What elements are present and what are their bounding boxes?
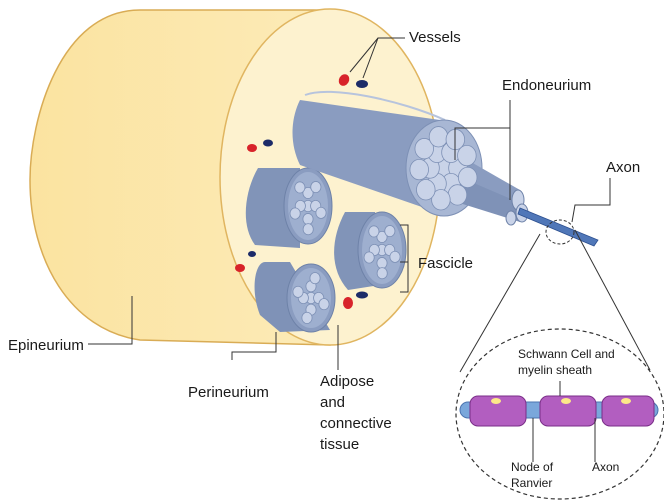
nerve-fiber — [417, 180, 436, 200]
nerve-fiber — [310, 273, 320, 284]
label-adipose-3: connective — [320, 415, 392, 432]
nerve-fiber — [377, 268, 387, 279]
nerve-fiber — [458, 145, 477, 165]
nerve-fiber — [369, 226, 379, 237]
myelin-segment-1 — [470, 396, 526, 426]
nerve-fiber — [458, 167, 477, 187]
label-schwann-2: myelin sheath — [518, 363, 592, 377]
nerve-fiber — [364, 252, 374, 263]
nerve-fiber — [448, 185, 467, 205]
nerve-fiber — [302, 312, 312, 323]
nerve-fiber — [319, 299, 329, 310]
nerve-fiber — [293, 286, 303, 297]
label-inset-axon: Axon — [592, 460, 619, 474]
nerve-fiber — [410, 159, 429, 179]
nerve-fiber — [295, 182, 305, 193]
myelin-segment-3 — [602, 396, 654, 426]
label-axon: Axon — [606, 159, 640, 176]
label-epineurium: Epineurium — [8, 337, 84, 354]
nerve-fiber — [429, 127, 448, 147]
label-node-1: Node of — [511, 460, 554, 474]
nerve-fiber — [316, 207, 326, 218]
label-schwann-1: Schwann Cell and — [518, 347, 615, 361]
nerve-fiber — [390, 251, 400, 262]
nerve-fiber — [290, 208, 300, 219]
nerve-fiber — [377, 257, 387, 268]
label-adipose-2: and — [320, 394, 345, 411]
label-node-2: Ranvier — [511, 476, 552, 490]
label-vessels: Vessels — [409, 29, 461, 46]
nerve-fiber — [303, 224, 313, 235]
nerve-fiber — [311, 181, 321, 192]
nerve-fiber — [303, 213, 313, 224]
label-fascicle: Fascicle — [418, 255, 473, 272]
label-endoneurium: Endoneurium — [502, 77, 591, 94]
label-perineurium: Perineurium — [188, 384, 269, 401]
label-adipose-4: tissue — [320, 436, 359, 453]
label-adipose-1: Adipose — [320, 373, 374, 390]
nerve-fiber — [385, 225, 395, 236]
myelin-segment-2 — [540, 396, 596, 426]
